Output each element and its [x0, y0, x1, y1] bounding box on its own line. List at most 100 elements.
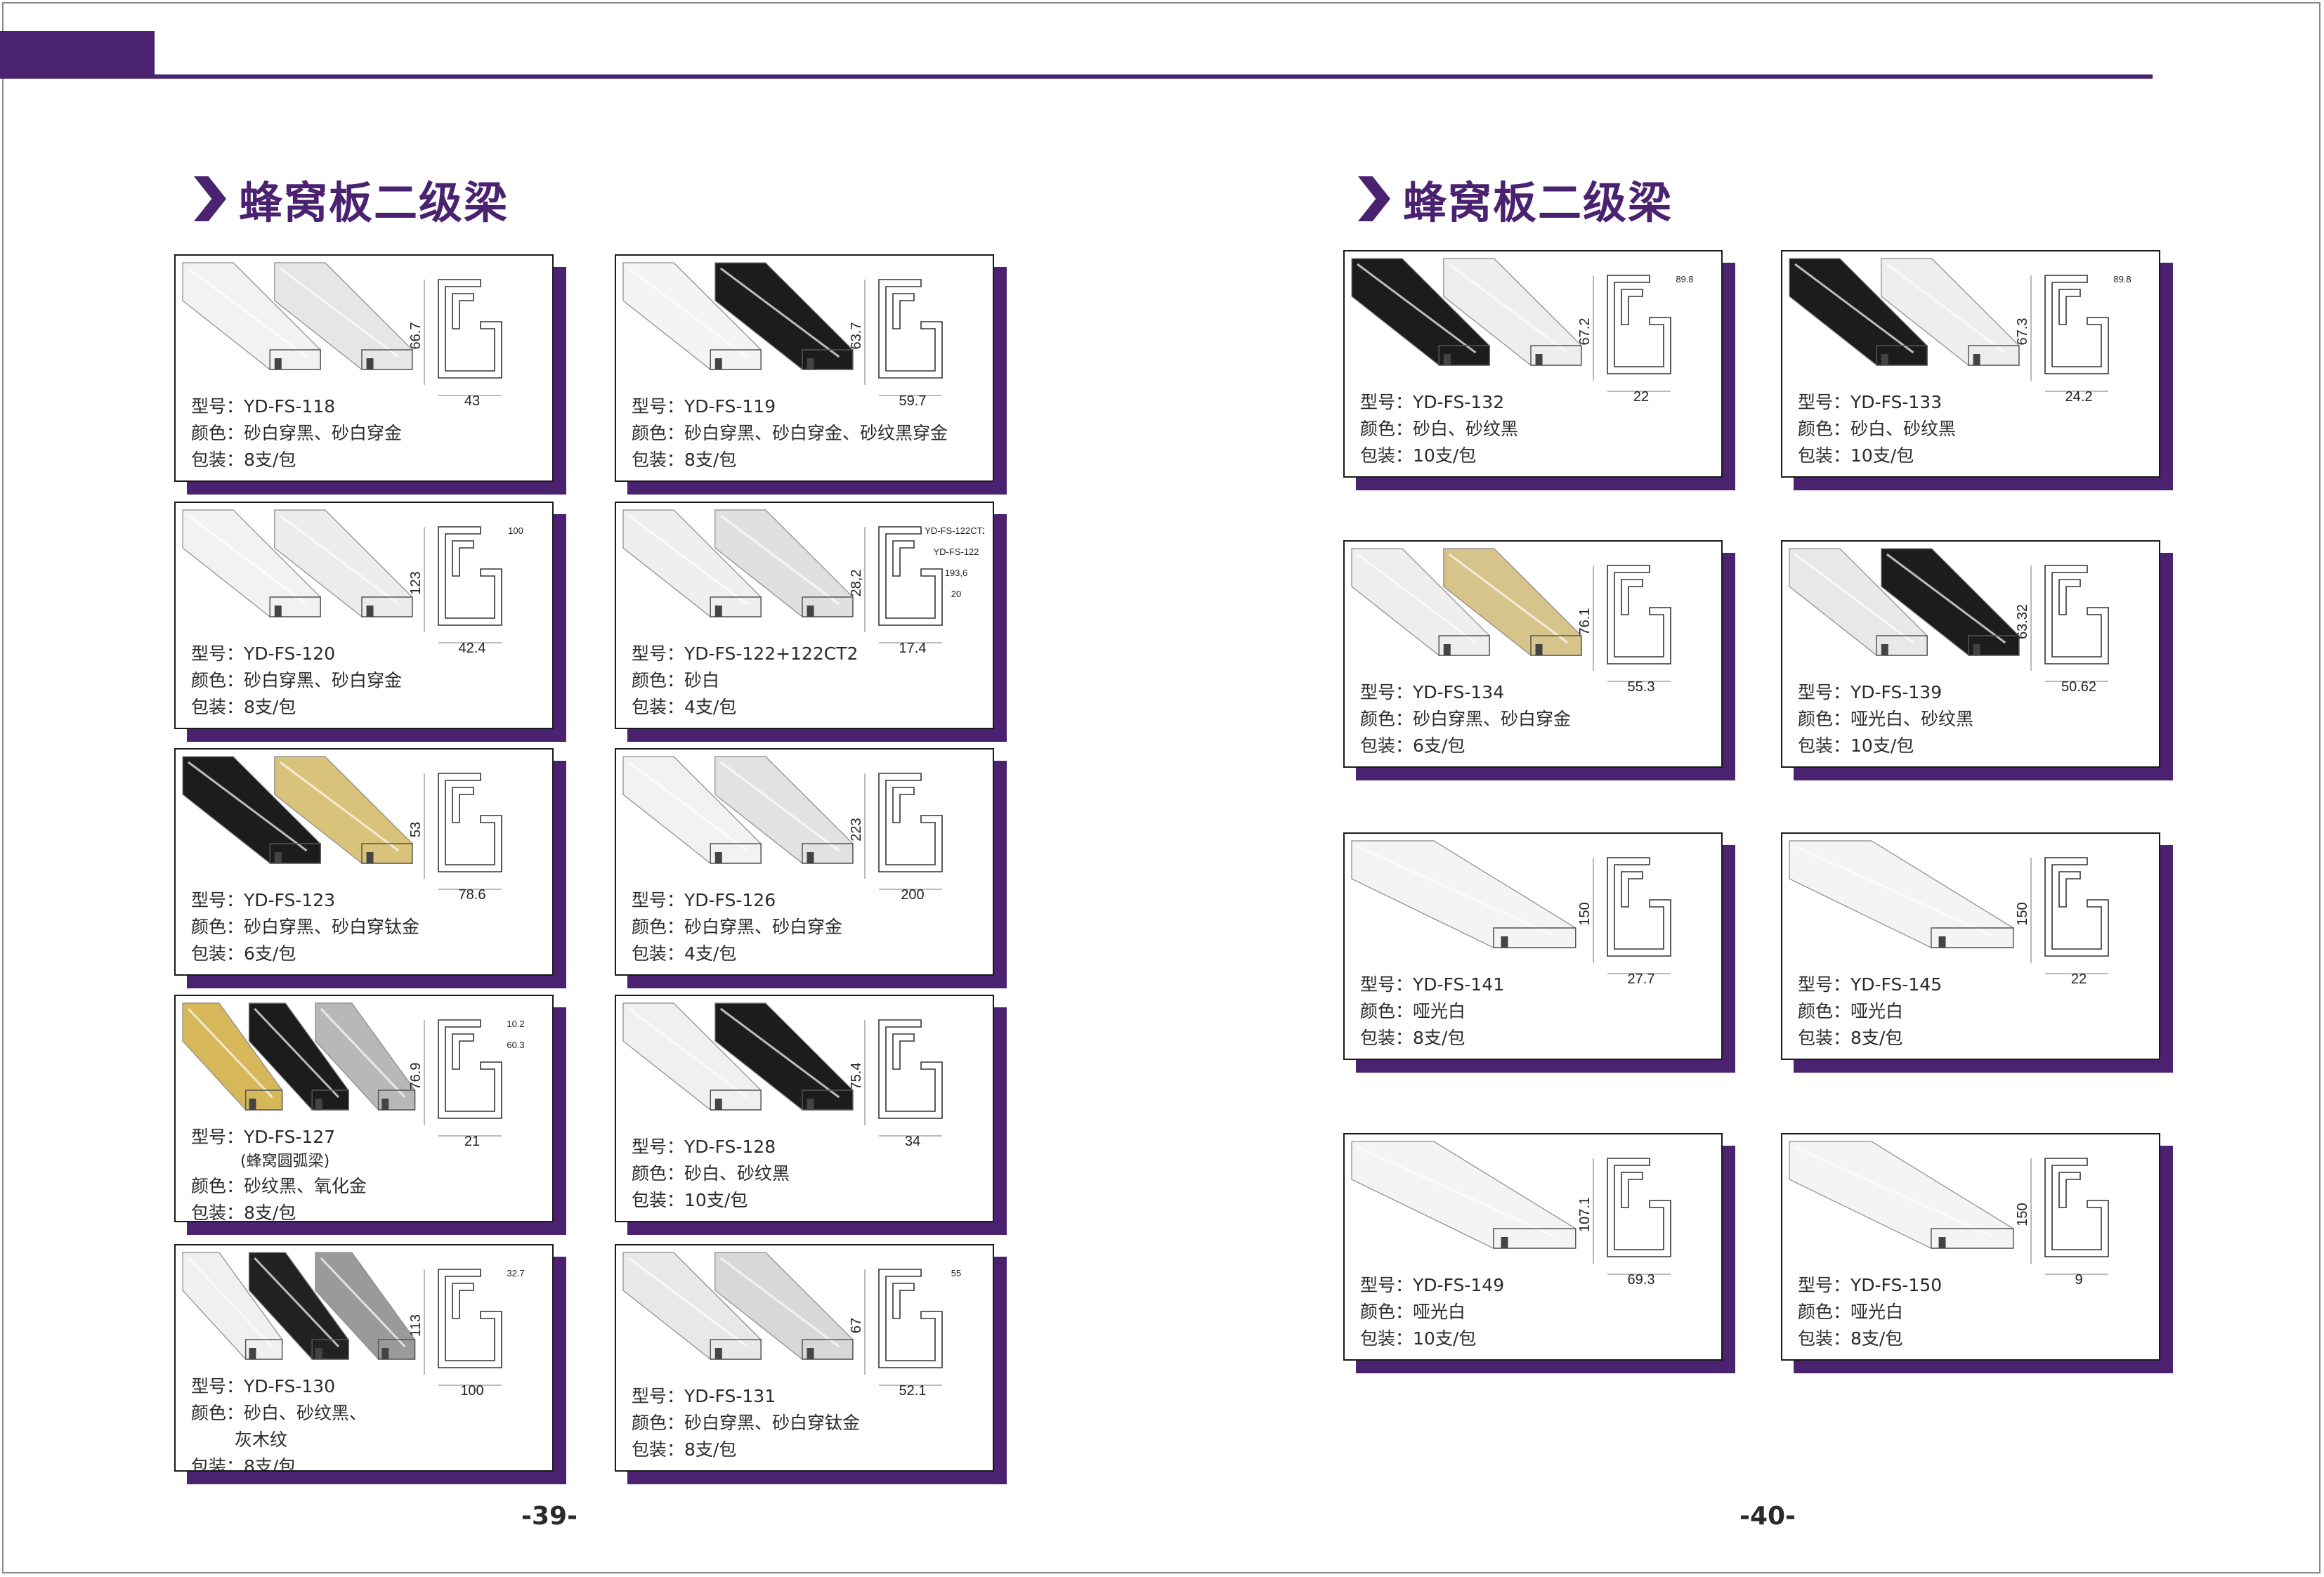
model-label: 型号：	[632, 890, 685, 910]
model-label: 型号：	[1360, 682, 1414, 702]
pack-value: 10支/包	[1413, 445, 1477, 466]
color-line: 颜色：砂白穿黑、砂白穿金	[191, 420, 402, 447]
color-value: 砂白穿黑、砂白穿钛金	[244, 917, 420, 937]
pack-line: 包装：10支/包	[1798, 443, 1956, 469]
color-line: 颜色：砂白、砂纹黑	[1798, 416, 1956, 443]
color-value: 砂白	[684, 670, 720, 691]
color-value: 砂白穿黑、砂白穿金	[684, 917, 843, 937]
pack-value: 8支/包	[244, 450, 296, 470]
product-photo	[182, 1252, 416, 1360]
pack-label: 包装：	[1798, 1328, 1851, 1349]
model-label: 型号：	[1798, 682, 1851, 702]
dimension-label: 22	[1633, 389, 1649, 402]
model-label: 型号：	[632, 1386, 685, 1406]
color-label: 颜色：	[632, 1413, 685, 1433]
pack-line: 包装：8支/包	[632, 1437, 860, 1463]
color-label: 颜色：	[1798, 1302, 1851, 1322]
model-line: 型号：YD-FS-131	[632, 1383, 860, 1410]
pack-line: 包装：10支/包	[1360, 443, 1518, 469]
pack-label: 包装：	[632, 943, 685, 964]
pack-value: 6支/包	[244, 943, 296, 964]
dimension-label: 150	[1579, 902, 1593, 925]
pack-value: 8支/包	[684, 450, 737, 470]
profile-drawing: 75.434	[851, 1019, 943, 1146]
dimension-label: 52.1	[899, 1383, 927, 1396]
model-label: 型号：	[632, 396, 685, 417]
product-photo	[622, 756, 854, 864]
dimension-label: 200	[901, 887, 924, 900]
dimension-label: 60.3	[507, 1040, 524, 1050]
model-line: 型号：YD-FS-145	[1798, 971, 1942, 998]
color-line: 颜色：砂白穿黑、砂白穿金	[1360, 706, 1571, 733]
dimension-label: 76.1	[1579, 608, 1593, 636]
model-label: 型号：	[1360, 392, 1414, 412]
pack-label: 包装：	[1360, 1028, 1414, 1048]
color-label: 颜色：	[632, 1163, 685, 1184]
product-photo	[622, 1002, 854, 1111]
pack-label: 包装：	[191, 697, 244, 717]
model-value: YD-FS-141	[1413, 974, 1505, 995]
color-line: 颜色：哑光白	[1360, 1299, 1504, 1326]
color-label: 颜色：	[1360, 419, 1414, 439]
model-line: 型号：YD-FS-119	[632, 393, 948, 420]
dimension-label: 43	[464, 393, 480, 406]
model-label: 型号：	[191, 890, 244, 910]
color-value: 砂白、砂纹黑	[1413, 419, 1519, 439]
color-line: 颜色：砂白、砂纹黑、	[191, 1400, 367, 1427]
model-line: 型号：YD-FS-134	[1360, 679, 1571, 706]
product-photo	[1789, 840, 2014, 948]
pack-line: 包装：6支/包	[191, 941, 419, 967]
pack-value: 8支/包	[1850, 1328, 1903, 1349]
dimension-label: 55	[951, 1268, 961, 1278]
dimension-label: 89.8	[1676, 274, 1693, 284]
pack-value: 10支/包	[684, 1190, 748, 1210]
dimension-label: 69.3	[1628, 1272, 1655, 1285]
dimension-label: 100	[460, 1383, 483, 1396]
pack-line: 包装：8支/包	[191, 694, 402, 721]
profile-drawing: 76.155.3	[1579, 565, 1671, 692]
color-label: 颜色：	[632, 917, 685, 937]
dimension-label: 17,4	[899, 641, 927, 653]
section-title-text: 蜂窝板二级梁	[239, 177, 509, 228]
color-line: 颜色：哑光白	[1360, 998, 1504, 1025]
pack-line: 包装：4支/包	[632, 694, 858, 721]
dimension-label: 9	[2075, 1272, 2082, 1285]
dimension-label: 63.7	[851, 322, 864, 350]
color-line: 颜色：砂白、砂纹黑	[632, 1160, 790, 1187]
color-line: 颜色：砂白穿黑、砂白穿钛金	[632, 1410, 860, 1437]
product-photo	[622, 1252, 854, 1360]
product-photo	[1351, 258, 1582, 366]
pack-label: 包装：	[1798, 1028, 1851, 1048]
dimension-label: 53	[410, 822, 424, 837]
dimension-label: 123	[410, 571, 424, 594]
pack-label: 包装：	[191, 450, 244, 470]
product-info: 型号：YD-FS-127(蜂窝圆弧梁)颜色：砂纹黑、氧化金包装：8支/包	[191, 1124, 367, 1222]
dimension-label: 150	[2017, 902, 2030, 925]
dimension-label: 21	[464, 1134, 480, 1146]
pack-value: 8支/包	[684, 1439, 737, 1460]
color-line: 颜色：砂白穿黑、砂白穿金	[632, 914, 842, 941]
pack-value: 8支/包	[244, 1203, 296, 1222]
model-line: 型号：YD-FS-150	[1798, 1272, 1942, 1299]
chevron-right-icon	[194, 176, 226, 221]
pack-label: 包装：	[632, 1190, 685, 1210]
